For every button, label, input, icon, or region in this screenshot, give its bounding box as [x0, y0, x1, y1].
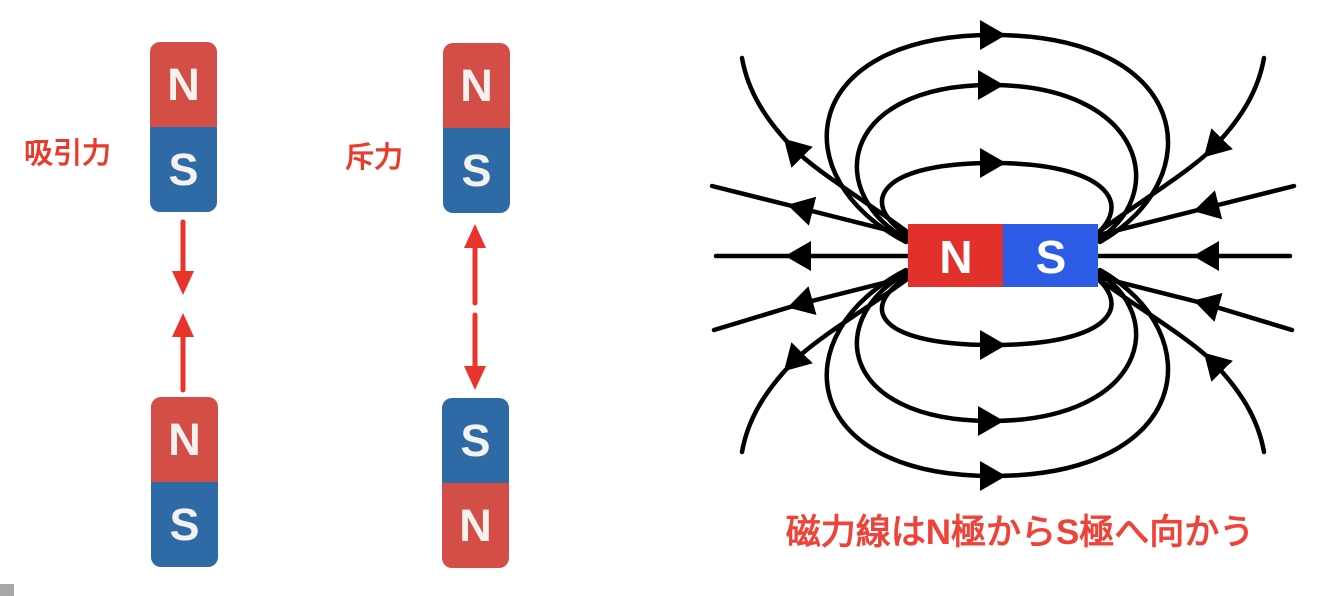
field-line	[711, 267, 938, 333]
pole-s: S	[150, 127, 217, 212]
repulsion-label: 斥力	[345, 142, 404, 174]
field-line	[1085, 55, 1267, 243]
pole-s: S	[443, 128, 510, 213]
corner-artifact	[0, 584, 14, 596]
pole-s: S	[442, 398, 509, 483]
attraction-bottom-magnet: N S	[151, 397, 218, 567]
field-lines	[709, 20, 1297, 491]
field-line	[739, 55, 921, 243]
field-line	[879, 267, 1114, 361]
repulsion-top-magnet: N S	[443, 43, 510, 213]
bar-magnet-n-label: N	[939, 231, 972, 283]
pole-n: N	[443, 43, 510, 128]
repulsion-bottom-magnet: S N	[442, 398, 509, 568]
field-line-caption: 磁力線はN極からS極へ向かう	[785, 513, 1255, 552]
field-line	[1068, 267, 1295, 333]
force-arrows-layer	[172, 219, 486, 393]
bar-magnet: N S	[908, 224, 1098, 287]
field-line	[709, 183, 938, 245]
pole-s: S	[151, 482, 218, 567]
field-line	[1068, 183, 1297, 245]
pole-n: N	[150, 42, 217, 127]
field-line	[854, 267, 1139, 436]
field-line	[824, 267, 1171, 491]
field-line	[739, 268, 921, 455]
pole-n: N	[442, 483, 509, 568]
pole-n: N	[151, 397, 218, 482]
bar-magnet-s-half	[1003, 224, 1098, 287]
field-line	[854, 70, 1139, 245]
attraction-top-magnet: N S	[150, 42, 217, 212]
field-line	[879, 147, 1114, 245]
field-line	[1085, 268, 1267, 455]
bar-magnet-n-half	[908, 224, 1003, 287]
field-line	[824, 20, 1171, 245]
bar-magnet-s-label: S	[1036, 231, 1067, 283]
attraction-label: 吸引力	[24, 138, 112, 170]
